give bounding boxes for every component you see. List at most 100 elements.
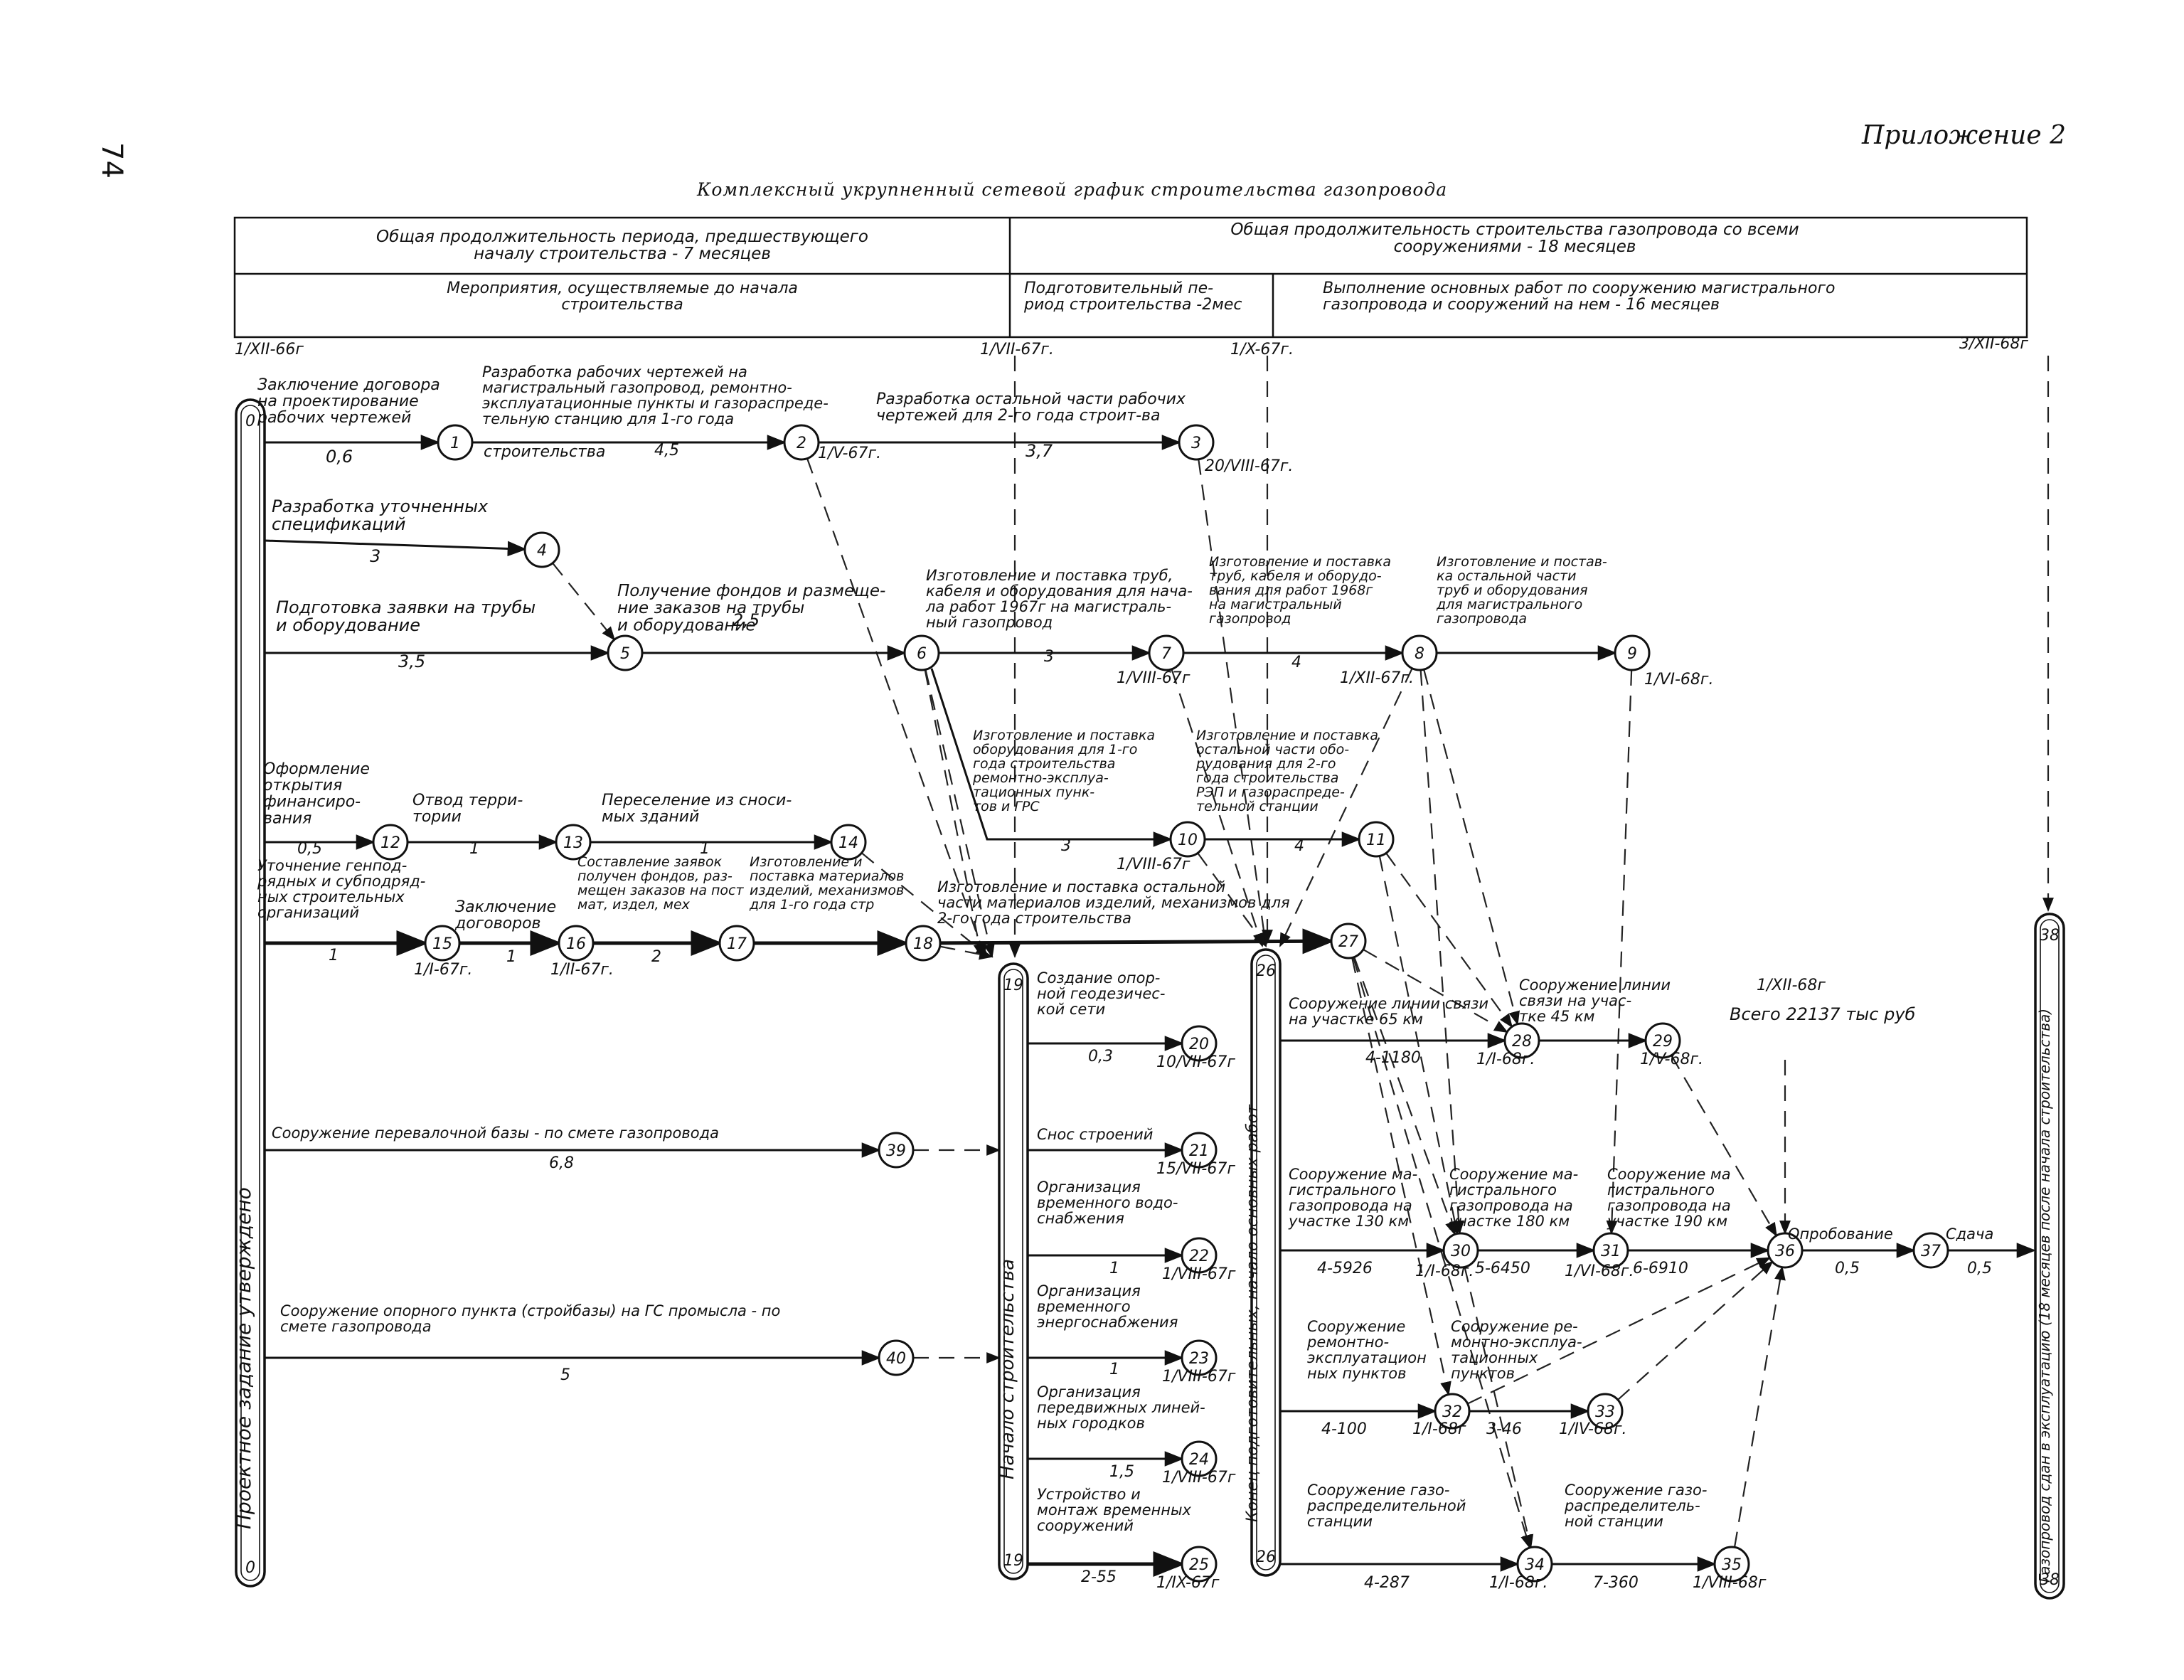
header-build-prep-line: риод строительства -2мес xyxy=(1023,296,1242,314)
activity-label: 3,7 xyxy=(1026,441,1053,461)
activity-label-line: организаций xyxy=(257,904,359,921)
event-date-line: 1/I-68г xyxy=(1412,1420,1466,1438)
activity-label: 6,8 xyxy=(549,1154,574,1172)
event-date: 1/IX-67г xyxy=(1156,1574,1220,1592)
activity-label-line: гистрального xyxy=(1449,1181,1557,1198)
activity-label-line: труб, кабеля и оборудо- xyxy=(1209,568,1382,584)
activity-label-line: финансиро- xyxy=(263,793,361,811)
activity-label-line: сооружений xyxy=(1037,1517,1134,1534)
event-node-4 xyxy=(523,531,560,568)
event-node-14 xyxy=(830,824,867,861)
header-pre-total: Общая продолжительность периода, предшес… xyxy=(376,228,868,263)
activity-label-line: Отвод терри- xyxy=(412,792,523,809)
dependency-arrow xyxy=(925,669,995,958)
activity-label: 1 xyxy=(329,947,339,964)
dependency-arrow xyxy=(1423,669,1520,1026)
activity-label-line: 2-го года строительства xyxy=(937,910,1131,927)
vertical-caption-38-line: Газопровод сдан в эксплуатацию (18 месяц… xyxy=(2036,1009,2053,1583)
event-date-line: 1/V-67г. xyxy=(818,445,881,462)
event-date-line: 1/I-68г. xyxy=(1476,1051,1535,1068)
event-node-5 xyxy=(607,634,644,671)
activity-label-line: 3,5 xyxy=(398,652,425,671)
activity-label: 3 xyxy=(1061,837,1071,855)
event-date: 1/VIII-67г xyxy=(1117,669,1190,687)
activity-label-line: 4-287 xyxy=(1364,1574,1410,1592)
event-date: 10/VII-67г xyxy=(1156,1053,1235,1071)
activity-label: Изготовление и постав-ка остальной части… xyxy=(1436,554,1607,627)
activity-label-line: кой сети xyxy=(1037,1001,1105,1018)
event-date-line: 1/I-68г. xyxy=(1415,1262,1474,1280)
activity-label-line: вания xyxy=(263,809,311,827)
activity-label: Опробование xyxy=(1788,1226,1893,1243)
dependency-arrow xyxy=(1606,669,1633,1235)
node-number: 10 xyxy=(1178,831,1198,849)
dependency-arrow xyxy=(861,852,990,958)
event-date-line: 1/V-68г. xyxy=(1640,1051,1703,1068)
total-cost: Всего 22137 тыс руб xyxy=(1730,1004,1916,1024)
activity-label-line: участке 180 км xyxy=(1449,1213,1570,1230)
activity-arrows xyxy=(264,435,2036,1577)
activity-label-line: 0,6 xyxy=(326,447,353,467)
activity-label-line: ный газопровод xyxy=(926,614,1053,631)
activity-label-line: связи на учас- xyxy=(1519,992,1631,1009)
activity-arrow xyxy=(264,539,527,557)
activity-label-line: ла работ 1967г на магистраль- xyxy=(925,598,1171,615)
node-number: 13 xyxy=(563,834,583,852)
activity-label-line: распределитель- xyxy=(1564,1497,1700,1514)
activity-arrow xyxy=(939,928,1335,955)
header-build-prep: Подготовительный пе-риод строительства -… xyxy=(1023,280,1242,314)
activity-label-line: ных городков xyxy=(1037,1415,1145,1432)
activity-label-line: кабеля и оборудования для нача- xyxy=(926,583,1193,600)
activity-label-line: монтно-эксплуа- xyxy=(1451,1334,1582,1351)
event-date-line: 1/VI-68г. xyxy=(1565,1262,1634,1280)
event-node-27 xyxy=(1330,923,1367,959)
event-node-35 xyxy=(1713,1546,1750,1583)
activity-label: 5-6450 xyxy=(1475,1260,1530,1277)
node-number: 15 xyxy=(432,935,452,953)
event-node-29 xyxy=(1644,1022,1681,1059)
node-number: 29 xyxy=(1653,1033,1673,1051)
dependency-arrow xyxy=(1467,1257,1772,1405)
activity-label-line: рабочих чертежей xyxy=(257,409,411,427)
event-node-37 xyxy=(1912,1232,1949,1269)
header-build-total: Общая продолжительность строительства га… xyxy=(1230,220,1799,256)
event-date-line: 20/VIII-67г. xyxy=(1205,457,1293,475)
activity-label: 4-1180 xyxy=(1365,1049,1421,1067)
activity-label-line: монтаж временных xyxy=(1037,1501,1192,1519)
activity-label-line: строительства xyxy=(484,443,605,461)
event-date-line: 1/VIII-68г xyxy=(1693,1574,1767,1592)
vertical-caption-38: Газопровод сдан в эксплуатацию (18 месяц… xyxy=(2036,1009,2053,1583)
header-pre-total-line: Общая продолжительность периода, предшес… xyxy=(376,228,868,246)
event-node-32 xyxy=(1434,1393,1471,1430)
dependency-arrow xyxy=(806,458,986,958)
activity-label-line: Изготовление и поставка остальной xyxy=(937,878,1225,895)
event-node-11 xyxy=(1358,821,1395,858)
event-node-13 xyxy=(555,824,592,861)
activity-label-line: Переселение из сноси- xyxy=(602,792,792,809)
event-date: 1/VIII-67г xyxy=(1162,1265,1236,1283)
activity-label: 1 xyxy=(1109,1361,1119,1378)
event-date: 1/V-68г. xyxy=(1640,1051,1703,1068)
activity-label-line: Устройство и xyxy=(1037,1486,1141,1503)
activity-label: Создание опор-ной геодезичес-кой сети xyxy=(1037,969,1165,1018)
activity-label: 4,5 xyxy=(654,442,679,459)
activity-label: 3,5 xyxy=(398,652,425,671)
activity-label-line: и оборудование xyxy=(276,615,420,635)
event-node-36 xyxy=(1767,1232,1804,1269)
event-node-23 xyxy=(1181,1339,1218,1376)
activity-label-line: Организация xyxy=(1037,1179,1141,1196)
date-label: 1/X-67г. xyxy=(1230,341,1294,358)
event-date-line: 1/I-67г. xyxy=(414,961,472,979)
activity-label: 6-6910 xyxy=(1633,1260,1688,1277)
event-node-31 xyxy=(1592,1232,1629,1269)
event-node-20 xyxy=(1181,1025,1218,1062)
event-node-12 xyxy=(372,824,409,861)
activity-label-line: тории xyxy=(412,808,462,826)
activity-label-line: поставка материалов xyxy=(750,868,904,884)
